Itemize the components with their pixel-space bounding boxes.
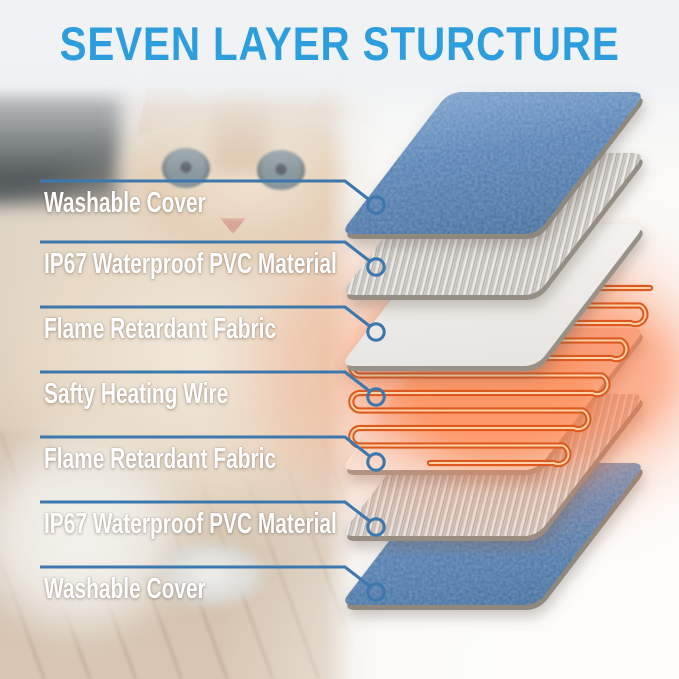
leader-line-3: [40, 305, 371, 328]
leader-dot-2: [366, 257, 386, 277]
layer-label-7: Washable Cover: [44, 573, 206, 605]
leader-line-4: [40, 370, 371, 393]
leader-dot-7: [366, 582, 386, 602]
leader-dot-5: [366, 452, 386, 472]
page-title: SEVEN LAYER STURCTURE: [59, 16, 620, 70]
leader-dot-1: [366, 195, 386, 215]
leader-line-6: [40, 500, 371, 523]
leader-dot-3: [366, 322, 386, 342]
leader-dot-6: [366, 517, 386, 537]
leader-line-1: [40, 179, 371, 202]
layer-label-5: Flame Retardant Fabric: [44, 443, 277, 475]
layer-label-1: Washable Cover: [44, 187, 206, 219]
leader-line-5: [40, 435, 371, 458]
layer-label-6: IP67 Waterproof PVC Material: [44, 508, 337, 540]
header: SEVEN LAYER STURCTURE: [0, 0, 679, 86]
leader-line-2: [40, 240, 371, 263]
layer-label-3: Flame Retardant Fabric: [44, 313, 277, 345]
layer-label-4: Safty Heating Wire: [44, 378, 229, 410]
layer-label-2: IP67 Waterproof PVC Material: [44, 248, 337, 280]
leader-dot-4: [366, 387, 386, 407]
leader-line-7: [40, 565, 371, 588]
